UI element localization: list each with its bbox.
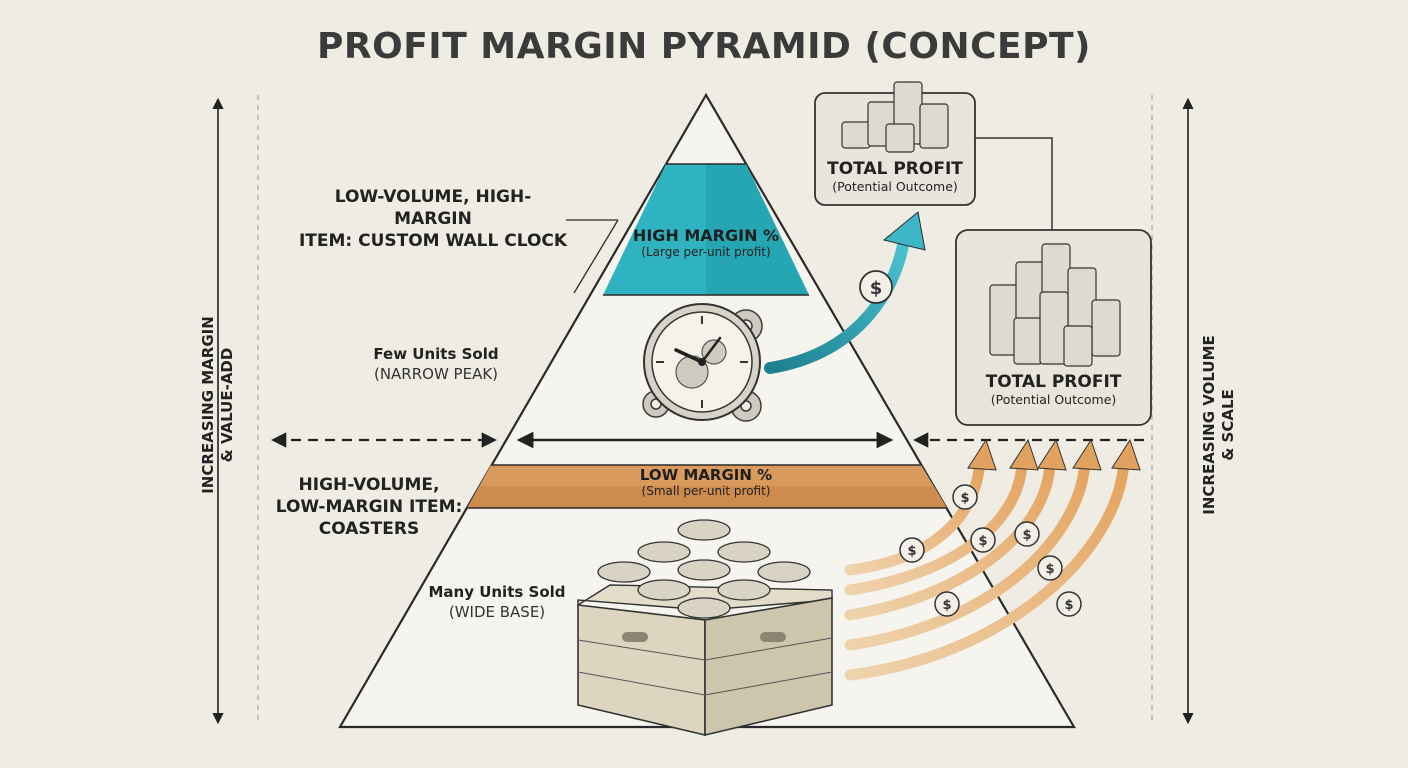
left-axis-line2: & VALUE-ADD — [218, 347, 236, 463]
profit-right-title: TOTAL PROFIT — [985, 372, 1122, 392]
dollar-coin-icon: $ — [934, 591, 960, 617]
dollar-coin-icon: $ — [1056, 591, 1082, 617]
dollar-coin-icon: $ — [952, 484, 978, 510]
low-margin-item-label: HIGH-VOLUME, LOW-MARGIN ITEM: COASTERS — [270, 474, 468, 540]
coaster-stacks — [597, 519, 811, 619]
high-margin-item-label: LOW-VOLUME, HIGH-MARGIN ITEM: CUSTOM WAL… — [298, 186, 568, 252]
coin-stack-icon — [841, 81, 949, 153]
dollar-coins-small: $ $ $ $ $ $ $ — [899, 484, 1082, 617]
svg-text:$: $ — [942, 598, 951, 613]
high-item-connector — [566, 219, 619, 294]
left-axis-line1: INCREASING MARGIN — [199, 316, 217, 494]
dollar-coin-icon: $ — [970, 527, 996, 553]
clock-icon — [642, 303, 763, 422]
right-axis-line1: INCREASING VOLUME — [1200, 335, 1218, 515]
few-units-line2: (NARROW PEAK) — [373, 365, 499, 383]
dollar-coin-icon: $ — [899, 537, 925, 563]
guide-lines — [257, 95, 1153, 725]
low-item-line2: LOW-MARGIN ITEM: — [275, 497, 463, 517]
many-units-label: Many Units Sold (WIDE BASE) — [412, 582, 582, 622]
svg-text:$: $ — [907, 544, 916, 559]
right-axis-line2: & SCALE — [1219, 389, 1237, 461]
volume-arrows — [844, 438, 1141, 681]
low-item-line1: HIGH-VOLUME, — [298, 475, 440, 495]
high-item-line1: LOW-VOLUME, HIGH-MARGIN — [334, 187, 532, 229]
many-units-line2: (WIDE BASE) — [448, 603, 546, 621]
left-axis-label: INCREASING MARGIN & VALUE-ADD — [199, 280, 237, 530]
svg-text:$: $ — [870, 278, 883, 299]
svg-text:$: $ — [978, 534, 987, 549]
profit-top-label: TOTAL PROFIT (Potential Outcome) — [815, 159, 975, 194]
low-item-line3: COASTERS — [318, 519, 420, 539]
svg-text:$: $ — [960, 491, 969, 506]
profit-top-subtitle: (Potential Outcome) — [832, 179, 958, 194]
page-title: PROFIT MARGIN PYRAMID (CONCEPT) — [317, 26, 1091, 67]
profit-card-right — [955, 229, 1152, 426]
profit-card-top — [814, 81, 976, 206]
svg-text:$: $ — [1022, 528, 1031, 543]
profit-right-subtitle: (Potential Outcome) — [990, 392, 1117, 407]
high-margin-band-label: HIGH MARGIN % (Large per-unit profit) — [606, 226, 806, 259]
profit-top-title: TOTAL PROFIT — [827, 159, 963, 179]
few-units-line1: Few Units Sold — [373, 345, 499, 363]
high-item-line2: ITEM: CUSTOM WALL CLOCK — [298, 231, 568, 251]
high-band-subtitle: (Large per-unit profit) — [641, 245, 771, 259]
arrow-icon — [764, 211, 926, 374]
card-connector — [975, 137, 1053, 230]
coin-stack-icon — [989, 243, 1121, 367]
high-band-title: HIGH MARGIN % — [632, 226, 780, 245]
profit-right-label: TOTAL PROFIT (Potential Outcome) — [956, 372, 1151, 407]
dollar-coin-icon: $ — [859, 270, 893, 304]
svg-text:$: $ — [1064, 598, 1073, 613]
low-band-title: LOW MARGIN % — [639, 466, 773, 484]
crate-icon — [577, 519, 833, 737]
many-units-line1: Many Units Sold — [428, 583, 566, 601]
low-band-subtitle: (Small per-unit profit) — [641, 484, 771, 498]
dollar-coin-icon: $ — [1037, 555, 1063, 581]
few-units-label: Few Units Sold (NARROW PEAK) — [346, 344, 526, 384]
svg-text:$: $ — [1045, 562, 1054, 577]
low-margin-band-label: LOW MARGIN % (Small per-unit profit) — [586, 466, 826, 498]
dollar-coin-icon: $ — [1014, 521, 1040, 547]
right-axis-label: INCREASING VOLUME & SCALE — [1200, 300, 1238, 550]
